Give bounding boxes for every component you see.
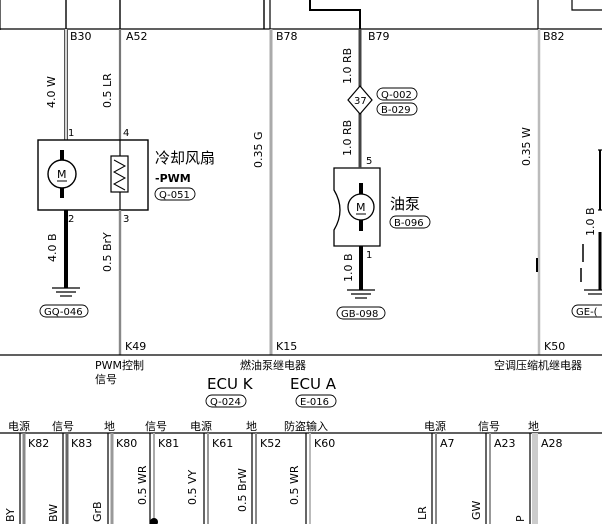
pin-k49: K49 — [125, 340, 146, 353]
row-label-ground2: 地 — [246, 420, 257, 433]
bottom-wire-bw: BW — [47, 504, 60, 522]
pin-k81: K81 — [158, 437, 179, 450]
ground-icon-gb098 — [347, 289, 375, 299]
splice-diamond-icon — [347, 85, 373, 115]
row-label-signal3: 信号 — [478, 420, 500, 433]
pin-b82: B82 — [543, 30, 565, 43]
row-label-power1: 电源 — [8, 419, 30, 433]
wire-label-1-0-rb-bottom: 1.0 RB — [341, 120, 354, 156]
pump-ref: B-096 — [394, 218, 424, 229]
bottom-wire-brw: 0.5 BrW — [236, 468, 249, 512]
bottom-wire-p: P — [514, 515, 527, 522]
wire-label-0-5-lr: 0.5 LR — [101, 73, 114, 108]
splice-number: 37 — [354, 96, 367, 107]
pump-pin-5: 5 — [366, 156, 372, 167]
row-label-ground3: 地 — [528, 420, 539, 433]
fan-pin-4: 4 — [123, 128, 129, 139]
bottom-wire-wr2: 0.5 WR — [288, 465, 301, 505]
wire-label-0-35-w: 0.35 W — [520, 127, 533, 166]
pin-b79: B79 — [368, 30, 390, 43]
right-partial-component — [536, 149, 602, 295]
bottom-wire-wr1: 0.5 WR — [136, 465, 149, 505]
bottom-connector-wires — [19, 433, 538, 524]
wire-label-4-0-w: 4.0 W — [45, 76, 58, 108]
pin-a23: A23 — [494, 437, 516, 450]
pin-a28: A28 — [541, 437, 563, 450]
wire-label-0-5-bry: 0.5 BrY — [101, 232, 114, 272]
splice-ref-2: B-029 — [381, 105, 411, 116]
ground-label-gb098: GB-098 — [341, 309, 378, 320]
bottom-wire-vy: 0.5 VY — [186, 469, 199, 505]
fan-pin-3: 3 — [123, 214, 129, 225]
bottom-wire-lr: LR — [416, 506, 429, 520]
label-pwm-line2: 信号 — [95, 373, 117, 386]
bottom-wire-by: BY — [4, 508, 17, 522]
label-ecu-k: ECU K — [207, 375, 254, 393]
pin-k52: K52 — [260, 437, 281, 450]
pin-k80: K80 — [116, 437, 137, 450]
label-ac-relay: 空调压缩机继电器 — [494, 358, 582, 372]
fan-box — [37, 139, 149, 211]
ground-label-ge-partial: GE-( — [576, 307, 598, 318]
pin-k15: K15 — [276, 340, 297, 353]
wire-label-1-0-b-right: 1.0 B — [584, 207, 597, 236]
bottom-wire-grb: GrB — [91, 501, 104, 522]
label-fuel-relay: 燃油泵继电器 — [240, 358, 306, 372]
wire-label-0-35-g: 0.35 G — [252, 131, 265, 168]
label-pwm-line1: PWM控制 — [95, 358, 144, 372]
row-label-signal2: 信号 — [145, 420, 167, 433]
bottom-wire-gw: GW — [470, 500, 483, 520]
wire-label-1-0-b-pump: 1.0 B — [342, 253, 355, 282]
fan-ref: Q-051 — [159, 190, 190, 201]
pin-a52: A52 — [126, 30, 148, 43]
pin-a7: A7 — [440, 437, 455, 450]
label-ecu-a: ECU A — [290, 375, 337, 393]
fan-motor-letter: M — [57, 168, 67, 181]
wire-label-1-0-rb-top: 1.0 RB — [341, 48, 354, 84]
pump-pin-1: 1 — [366, 250, 372, 261]
pump-motor-letter: M — [356, 201, 366, 214]
pin-k60: K60 — [314, 437, 335, 450]
pin-k83: K83 — [71, 437, 92, 450]
top-feed-wires — [65, 0, 361, 29]
ref-e016: E-016 — [300, 397, 329, 408]
top-frame — [0, 0, 602, 30]
row-label-signal1: 信号 — [52, 420, 74, 433]
pin-k50: K50 — [544, 340, 565, 353]
pin-b78: B78 — [276, 30, 298, 43]
fan-pin-1: 1 — [68, 128, 74, 139]
ground-label-gq046: GQ-046 — [44, 307, 83, 318]
splice-ref-1: Q-002 — [381, 90, 412, 101]
pin-b30: B30 — [70, 30, 92, 43]
row-label-antitheft: 防盗输入 — [284, 419, 328, 433]
row-label-ground1: 地 — [104, 420, 115, 433]
ref-q024: Q-024 — [210, 397, 241, 408]
bottom-junction-dot — [150, 518, 158, 524]
fan-title: 冷却风扇 — [155, 149, 215, 167]
pump-title: 油泵 — [390, 195, 420, 213]
ground-icon-gq046 — [52, 287, 80, 297]
pin-k82: K82 — [28, 437, 49, 450]
fan-pin-2: 2 — [68, 214, 74, 225]
wire-label-4-0-b: 4.0 B — [46, 233, 59, 262]
fan-subtitle: -PWM — [155, 172, 191, 185]
row-label-power3: 电源 — [424, 419, 446, 433]
pin-k61: K61 — [212, 437, 233, 450]
row-label-power2: 电源 — [190, 419, 212, 433]
